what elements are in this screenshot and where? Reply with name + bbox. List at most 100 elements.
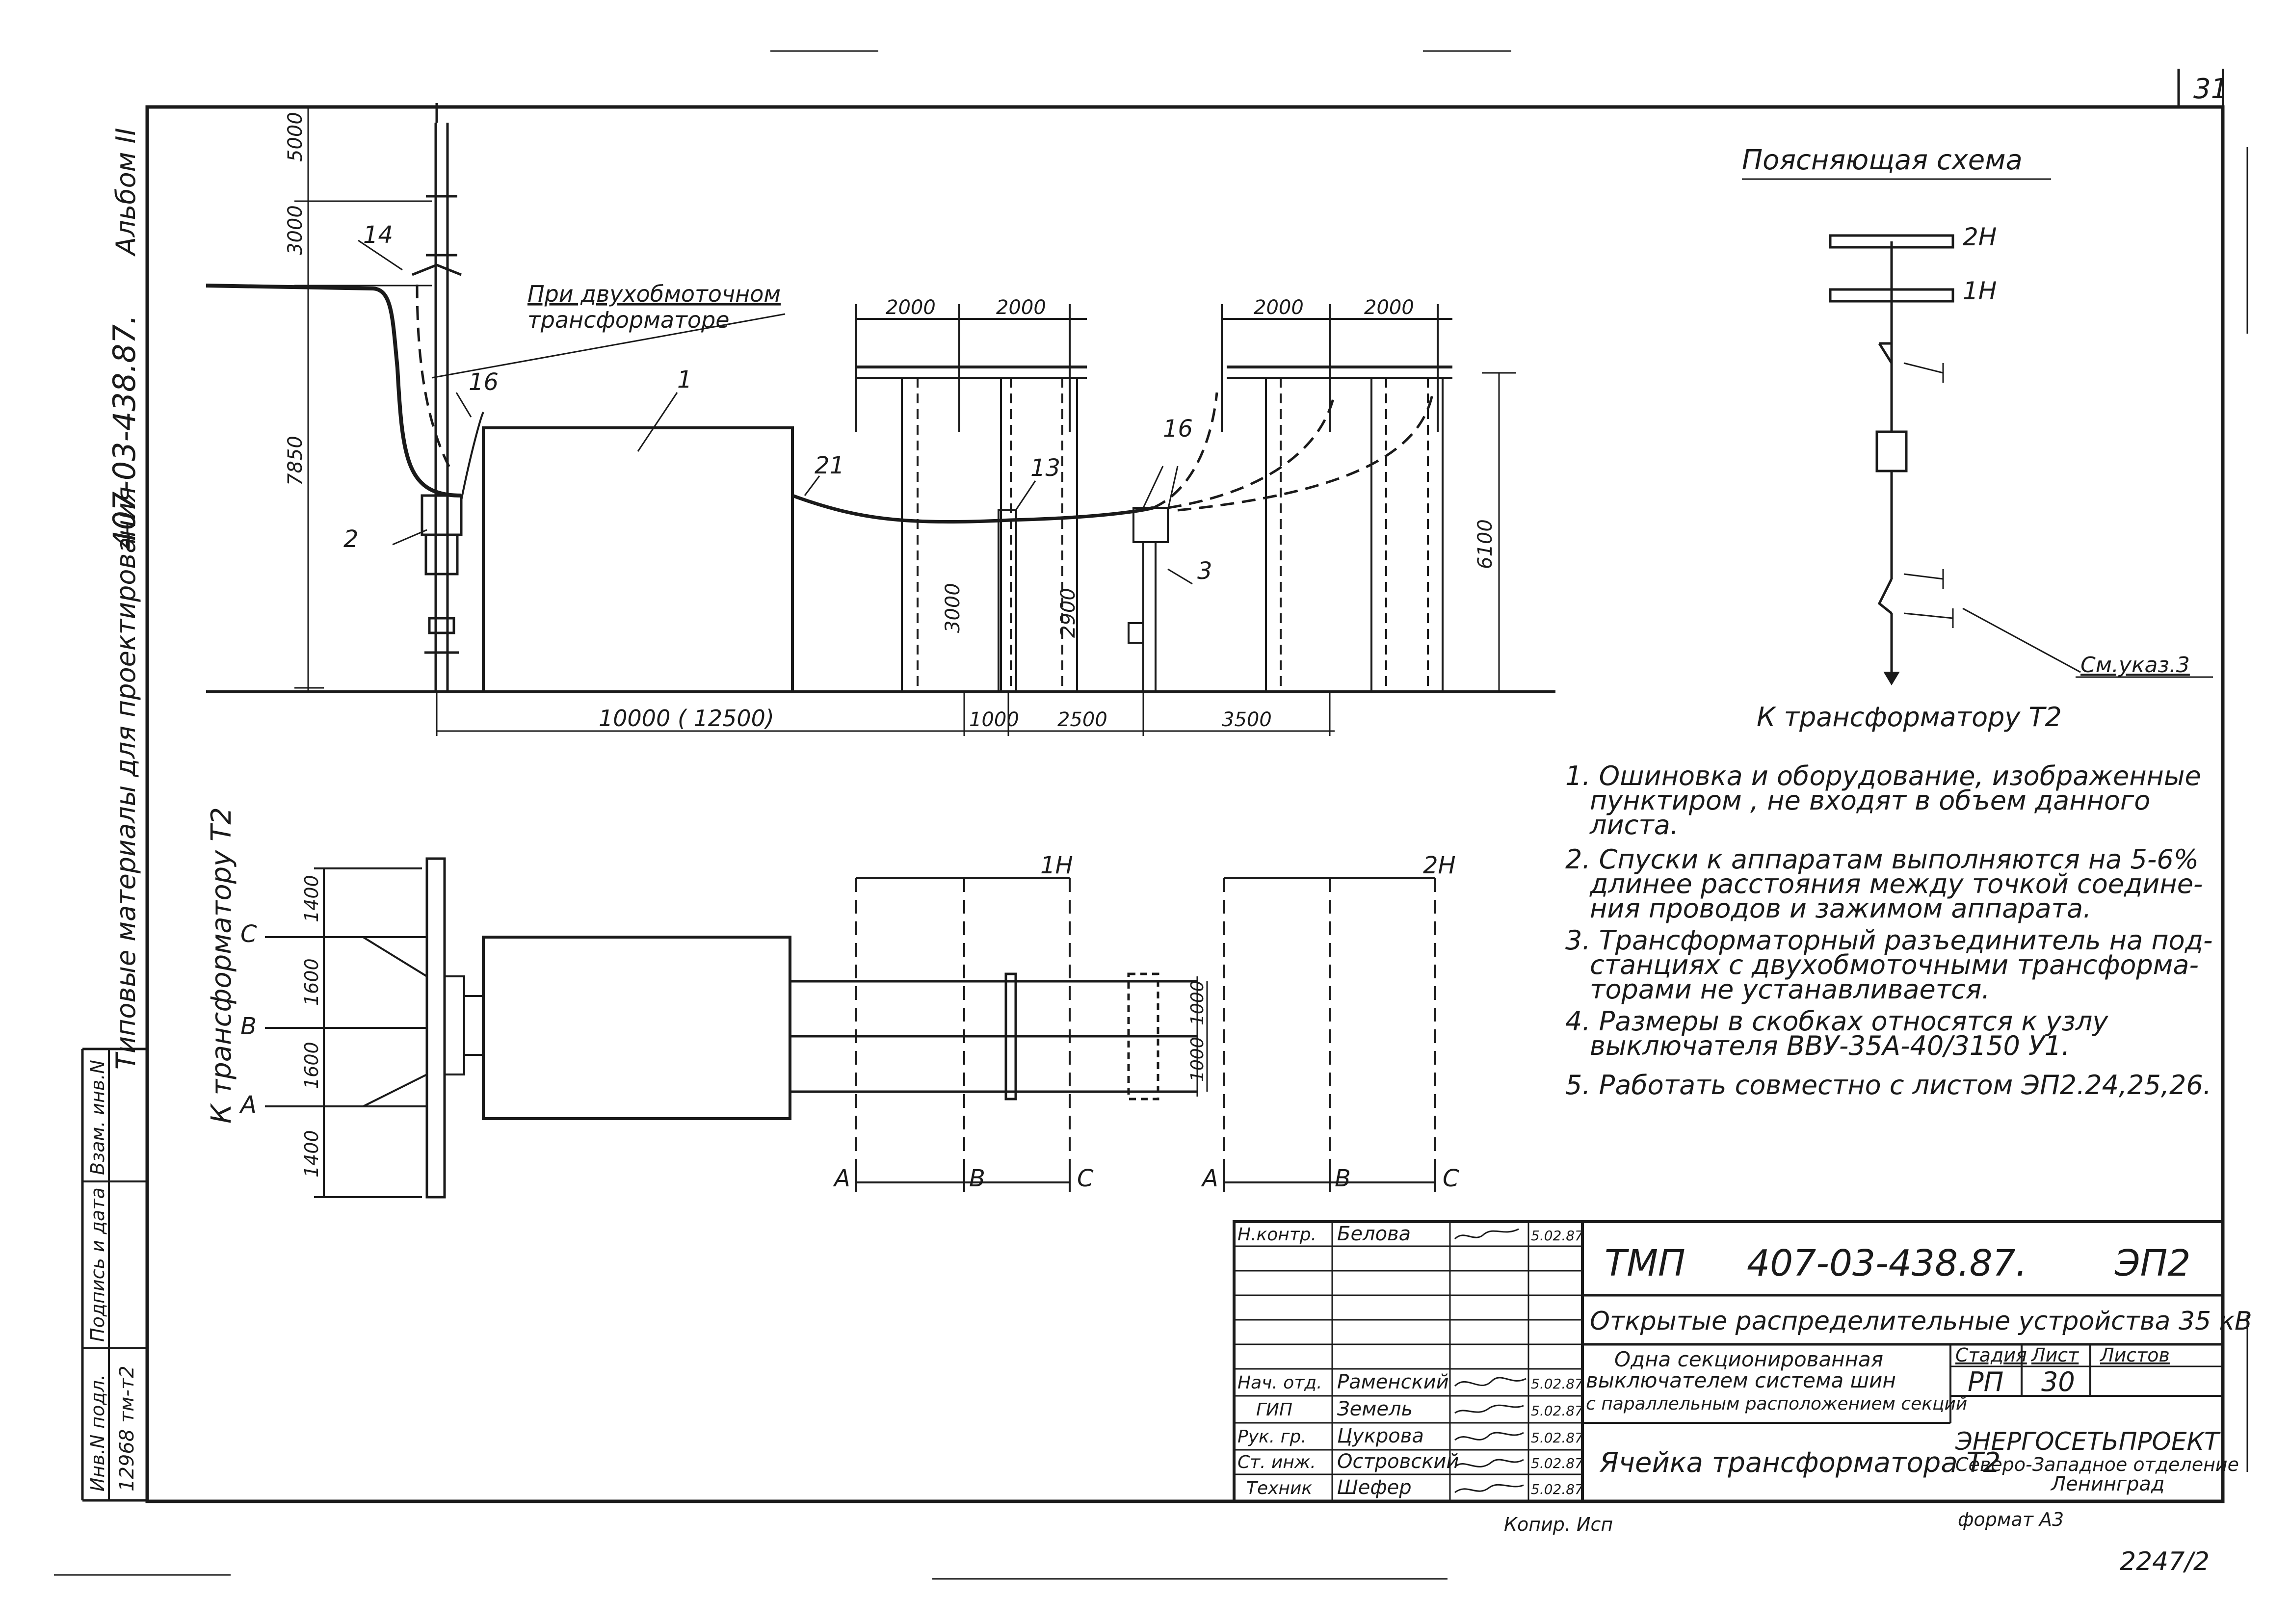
sig-name-5: Шефер xyxy=(1337,1476,1412,1499)
two-winding-lead xyxy=(416,284,453,472)
sig-name-1: Раменский xyxy=(1337,1371,1449,1393)
sig-role-2: ГИП xyxy=(1256,1400,1292,1420)
note-1-line-1: 1. Ошиновка и оборудование, изображенные xyxy=(1565,760,2201,791)
plan-bay-1 xyxy=(855,878,1436,1182)
note-4-line-2: выключателя ВВУ-35А-40/3150 У1. xyxy=(1590,1030,2070,1061)
callout-14: 14 xyxy=(363,221,393,249)
sig-role-0: Н.контр. xyxy=(1237,1225,1316,1245)
row2-b: В xyxy=(1335,1165,1351,1192)
tb-subtitle: Открытые распределительные устройства 35… xyxy=(1590,1307,2252,1336)
stamp-inv-header: Инв.N подл. xyxy=(87,1374,108,1492)
footer-format: формат А3 xyxy=(1958,1509,2064,1530)
signature-scribbles xyxy=(1454,1228,1527,1493)
callout-13: 13 xyxy=(1030,454,1060,482)
sig-name-3: Цукрова xyxy=(1337,1425,1424,1447)
left-stamp: Инв.N подл. Подпись и дата Взам. инв.N 1… xyxy=(87,1060,138,1492)
tb-stage: РП xyxy=(1968,1366,2003,1397)
plan-dim-3: 1600 xyxy=(301,1042,322,1089)
note-1-line-2: пунктиром , не входят в объем данного xyxy=(1590,785,2150,816)
footer: Копир. Исп формат А3 2247/2 xyxy=(1504,1509,2210,1576)
stamp-replace-header: Взам. инв.N xyxy=(87,1060,108,1175)
sig-date-0: 5.02.87 xyxy=(1531,1228,1583,1244)
tb-drawing-name: Ячейка трансформатора Т2 xyxy=(1599,1447,2000,1479)
elevation-dims-left xyxy=(294,106,432,692)
note-2-line-2: длинее расстояния между точкой соедине- xyxy=(1589,868,2203,899)
stamp-signature-header: Подпись и дата xyxy=(87,1187,108,1342)
plan-flange xyxy=(425,857,446,1199)
note-5-line-1: 5. Работать совместно с листом ЭП2.24,25… xyxy=(1565,1070,2211,1100)
series-label: Типовые материалы для проектирования xyxy=(110,487,141,1070)
note-1-line-3: листа. xyxy=(1589,810,1679,840)
title-block xyxy=(1233,1220,2224,1503)
tb-stage-header: Стадия xyxy=(1955,1344,2027,1366)
callout-16-left: 16 xyxy=(469,368,499,396)
lead-16 xyxy=(460,412,484,501)
explanatory-schematic xyxy=(1742,178,2213,685)
callout-2: 2 xyxy=(343,525,359,553)
main-bus xyxy=(791,494,1154,524)
dim-top-3: 2000 xyxy=(1254,296,1304,319)
sig-date-2: 5.02.87 xyxy=(1531,1403,1583,1419)
footer-inventory: 2247/2 xyxy=(2120,1547,2210,1576)
dim-top-4: 2000 xyxy=(1364,296,1414,319)
project-code-label: 407-03-438.87. xyxy=(106,314,142,550)
transformer-body xyxy=(482,426,794,693)
footer-copied: Копир. Исп xyxy=(1504,1514,1613,1535)
callout-21: 21 xyxy=(815,452,844,479)
schematic-ref: См.указ.3 xyxy=(2080,653,2190,678)
elevation-view xyxy=(206,103,1555,736)
notes: 1. Ошиновка и оборудование, изображенные… xyxy=(1565,760,2213,1100)
plan-transformer xyxy=(482,936,791,1120)
schematic-title: Поясняющая схема xyxy=(1742,144,2023,176)
dim-top-2: 2000 xyxy=(996,296,1046,319)
tb-desc-2: выключателем система шин xyxy=(1586,1368,1896,1392)
tb-org-2: Северо-Западное отделение xyxy=(1955,1454,2239,1475)
dim-bottom-1: 10000 ( 12500) xyxy=(599,705,774,732)
tb-code: 407-03-438.87. xyxy=(1747,1242,2027,1284)
sig-role-1: Нач. отд. xyxy=(1237,1373,1322,1393)
plan-dim-right-1: 1000 xyxy=(1187,980,1208,1025)
sig-role-5: Техник xyxy=(1246,1478,1312,1498)
plan-labels: К трансформатору Т2 С В А 1400 1600 1600… xyxy=(206,807,1459,1192)
dashed-lead-b xyxy=(1167,392,1336,509)
plan-dim-right-2: 1000 xyxy=(1187,1037,1208,1082)
note-3-line-1: 3. Трансформаторный разъединитель на под… xyxy=(1565,925,2213,956)
tb-org-1: ЭНЕРГОСЕТЬПРОЕКТ xyxy=(1955,1427,2221,1456)
plan-side-label: К трансформатору Т2 xyxy=(206,807,237,1124)
sig-role-3: Рук. гр. xyxy=(1237,1427,1307,1447)
incoming-cable xyxy=(206,284,462,498)
row2-c: С xyxy=(1443,1165,1459,1192)
plan-dim-2: 1600 xyxy=(301,958,322,1006)
dim-top-1: 2000 xyxy=(886,296,936,319)
disconnector-3 xyxy=(1128,507,1169,692)
callout-1: 1 xyxy=(677,366,692,393)
dim-3000-top: 3000 xyxy=(284,205,307,255)
tb-desc-3: с параллельным расположением секций xyxy=(1586,1394,1967,1414)
sig-name-4: Островский xyxy=(1337,1450,1459,1473)
tb-code-prefix: ТМП xyxy=(1605,1242,1685,1284)
sig-date-5: 5.02.87 xyxy=(1531,1481,1583,1497)
album-label: Альбом II xyxy=(110,128,141,257)
schematic-caption: К трансформатору Т2 xyxy=(1757,702,2062,733)
dim-bottom-2: 1000 xyxy=(969,708,1019,731)
tb-sheet-header: Лист xyxy=(2030,1344,2079,1366)
tb-org-3: Ленинград xyxy=(2050,1473,2165,1495)
bus-label-2h: 2Н xyxy=(1423,852,1456,879)
stamp-inv-value: 12968 тм-т2 xyxy=(116,1365,138,1492)
sig-date-4: 5.02.87 xyxy=(1531,1455,1583,1471)
phase-c: С xyxy=(240,920,257,948)
sig-date-3: 5.02.87 xyxy=(1531,1430,1583,1446)
bus-label-1h: 1Н xyxy=(1040,852,1073,879)
portal-1 xyxy=(855,304,1087,693)
sig-role-4: Ст. инж. xyxy=(1237,1452,1316,1472)
tb-sheets-header: Листов xyxy=(2099,1344,2170,1366)
sig-name-2: Земель xyxy=(1337,1398,1413,1420)
dim-bottom-4: 3500 xyxy=(1222,708,1272,731)
dim-bottom-3: 2500 xyxy=(1057,708,1107,731)
dashed-lead-c xyxy=(1177,392,1434,512)
elevation-labels: 14 16 1 2 21 13 16 3 При двухобмоточном … xyxy=(284,112,1497,732)
tb-desc-1: Одна секционированная xyxy=(1614,1347,1883,1371)
note-4-line-1: 4. Размеры в скобках относятся к узлу xyxy=(1565,1006,2108,1037)
tb-sheet-code: ЭП2 xyxy=(2114,1242,2190,1284)
